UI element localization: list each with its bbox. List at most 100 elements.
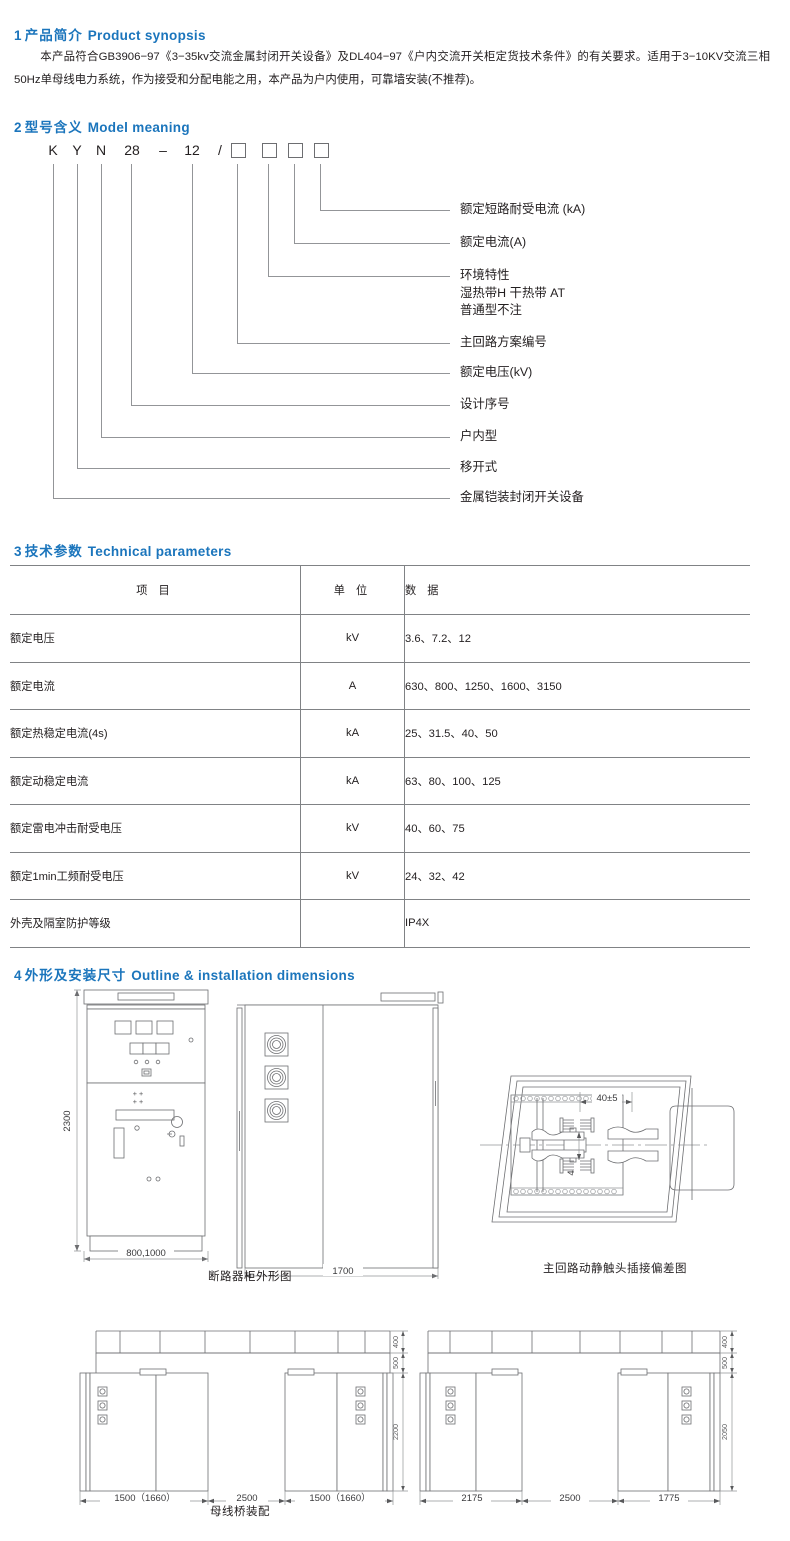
model-label-3: 环境特性 湿热带H 干热带 AT 普通型不注 (460, 267, 565, 320)
table-cell-unit: kA (300, 709, 405, 758)
leader-v-4 (237, 164, 238, 343)
model-char-slash: / (218, 142, 222, 158)
plan-right-h3: 2050 (720, 1424, 729, 1440)
model-label-3-line2: 湿热带H 干热带 AT (460, 285, 566, 300)
technical-parameters-table: 项 目 单 位 数 据 额定电压 kV 3.6、7.2、12 额定电流 A 63… (10, 565, 750, 948)
drawing-contact-deviation: 40±5 4 (480, 1040, 750, 1240)
section-2-title-cn: 型号含义 (24, 120, 83, 135)
table-header-unit: 单 位 (300, 565, 405, 615)
table-cell-unit (300, 899, 405, 948)
section-3-title-cn: 技术参数 (24, 544, 83, 559)
model-box-3 (288, 143, 303, 158)
table-cell-unit: kV (300, 804, 405, 853)
section-1-title-en: Product synopsis (87, 28, 206, 43)
contact-dim-vertical: 4 (566, 1170, 577, 1175)
table-cell-item: 额定1min工频耐受电压 (10, 852, 301, 900)
table-row: 额定动稳定电流 kA 63、80、100、125 (10, 757, 750, 805)
leader-h-8 (77, 468, 450, 469)
drawing-busbar-plan-right: 400 500 2050 2175 2500 1775 (419, 1323, 750, 1508)
model-label-4: 主回路方案编号 (460, 335, 547, 349)
leader-v-2 (294, 164, 295, 243)
model-label-9: 金属铠装封闭开关设备 (460, 490, 584, 504)
front-width-dim: 800,1000 (126, 1248, 166, 1259)
section-1-title-cn: 产品简介 (24, 28, 83, 43)
contact-deviation-caption: 主回路动静触头插接偏差图 (543, 1263, 687, 1275)
leader-h-3 (268, 276, 450, 277)
table-header-unit-text: 单 位 (333, 585, 372, 597)
plan-right-w2: 2500 (559, 1493, 580, 1504)
drawing-busbar-plan-left: 400 500 2200 1500（1660） 2500 1500（1660） (60, 1323, 415, 1508)
table-row: 外壳及隔室防护等级 IP4X (10, 899, 750, 948)
model-label-5: 额定电压(kV) (460, 365, 533, 379)
model-label-8: 移开式 (460, 460, 498, 474)
plan-left-w3: 1500（1660） (309, 1492, 370, 1504)
model-label-6: 设计序号 (460, 397, 510, 411)
plan-left-w2: 2500 (236, 1493, 257, 1504)
leader-v-1 (320, 164, 321, 210)
front-height-dim: 2300 (62, 1110, 73, 1131)
model-meaning-diagram: K Y N 28 – 12 / (0, 140, 790, 515)
model-char-Y: Y (72, 142, 82, 158)
table-cell-unit: A (300, 662, 405, 710)
synopsis-text: 本产品符合GB3906−97《3−35kv交流金属封闭开关设备》及DL404−9… (14, 51, 770, 86)
table-cell-item: 额定电压 (10, 614, 301, 663)
table-cell-item: 额定热稳定电流(4s) (10, 709, 301, 758)
section-3-title-en: Technical parameters (87, 544, 232, 559)
plan-right-h1: 400 (720, 1336, 729, 1348)
table-row: 额定雷电冲击耐受电压 kV 40、60、75 (10, 804, 750, 853)
breaker-cabinet-caption: 断路器柜外形图 (208, 1271, 292, 1283)
model-box-1 (231, 143, 246, 158)
table-cell-unit: kA (300, 757, 405, 805)
model-char-28: 28 (124, 142, 140, 158)
model-label-3-line1: 环境特性 (460, 268, 510, 282)
plan-left-h3: 2200 (391, 1424, 400, 1440)
model-label-7: 户内型 (460, 429, 498, 443)
leader-h-5 (192, 373, 450, 374)
table-cell-item: 外壳及隔室防护等级 (10, 899, 301, 948)
table-cell-item: 额定动稳定电流 (10, 757, 301, 805)
leader-h-2 (294, 243, 450, 244)
table-cell-unit: kV (300, 852, 405, 900)
svg-text:+ +: + + (133, 1097, 143, 1106)
leader-h-4 (237, 343, 450, 344)
table-row: 额定热稳定电流(4s) kA 25、31.5、40、50 (10, 709, 750, 758)
model-box-4 (314, 143, 329, 158)
table-header-row: 项 目 单 位 数 据 (10, 565, 750, 615)
table-header-data-text: 数 据 (405, 585, 443, 597)
table-header-item-text: 项 目 (136, 585, 174, 597)
leader-v-3 (268, 164, 269, 276)
table-cell-item: 额定雷电冲击耐受电压 (10, 804, 301, 853)
section-2-title-en: Model meaning (87, 120, 190, 135)
section-4-number: 4 (14, 968, 22, 983)
table-cell-item: 额定电流 (10, 662, 301, 710)
table-header-item: 项 目 (10, 565, 301, 615)
model-char-K: K (48, 142, 58, 158)
plan-right-h2: 500 (720, 1357, 729, 1369)
leader-v-7 (101, 164, 102, 437)
leader-h-1 (320, 210, 450, 211)
model-label-3-line3: 普通型不注 (460, 303, 522, 317)
contact-dim-horizontal: 40±5 (596, 1093, 617, 1104)
model-char-dash: – (159, 142, 167, 158)
leader-v-9 (53, 164, 54, 498)
leader-v-8 (77, 164, 78, 468)
section-3-number: 3 (14, 544, 22, 559)
side-width-dim: 1700 (332, 1266, 353, 1277)
table-cell-data: 3.6、7.2、12 (404, 614, 750, 663)
table-header-data: 数 据 (404, 565, 750, 615)
table-cell-data: 25、31.5、40、50 (404, 709, 750, 758)
table-cell-unit: kV (300, 614, 405, 663)
leader-h-7 (101, 437, 450, 438)
table-cell-data: 24、32、42 (404, 852, 750, 900)
drawing-front-view: + + + + 2300 800,1000 (46, 988, 231, 1263)
plan-left-h2: 500 (391, 1357, 400, 1369)
table-row: 额定电压 kV 3.6、7.2、12 (10, 614, 750, 663)
section-1-number: 1 (14, 28, 22, 43)
leader-h-6 (131, 405, 450, 406)
leader-v-6 (131, 164, 132, 405)
plan-right-w1: 2175 (461, 1493, 482, 1504)
